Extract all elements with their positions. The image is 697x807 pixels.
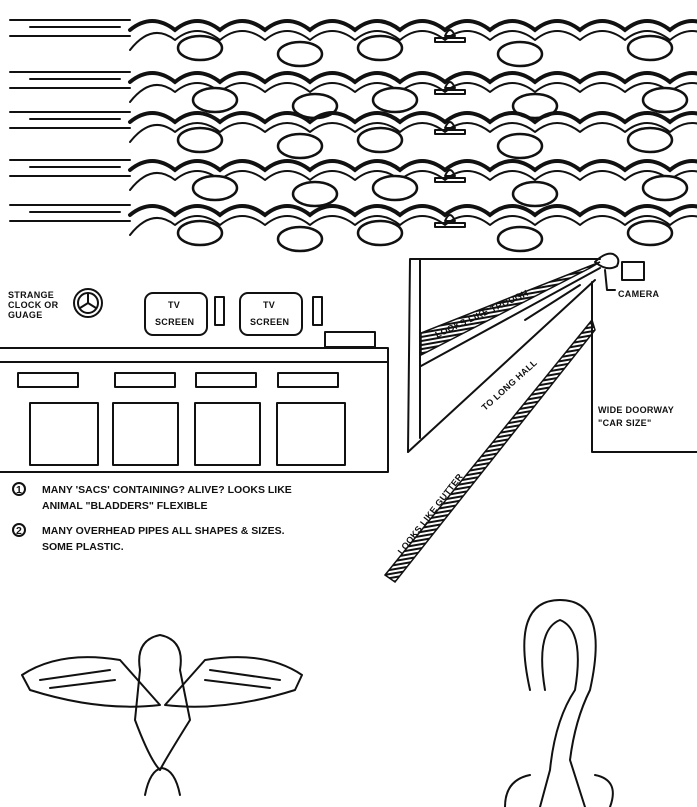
tv1-label-2: SCREEN [155,317,194,327]
sac-bladder [371,174,419,202]
note-1-line-2: ANIMAL "BLADDERS" FLEXIBLE [42,500,208,512]
pipe-bracket [434,222,466,228]
note-2-marker: 2 [16,525,22,537]
tv1-panel [214,296,225,326]
pipe-inlet [9,159,131,177]
sac-bladder [626,219,674,247]
cobra-drawing [504,599,614,807]
camera-box [621,261,645,281]
sac-bladder [191,174,239,202]
pipe-inlet [9,71,131,89]
tv-screen-1 [144,292,208,336]
camera-label: CAMERA [618,289,659,299]
tv-screen-2 [239,292,303,336]
overhead-pipe [128,71,697,85]
dome-valve [444,121,456,129]
sac-bladder [176,219,224,247]
sac-bladder [496,225,544,253]
doorway-label-2: "CAR SIZE" [598,418,652,428]
gutter-label: LOOKS LIKE GUTTER [396,471,465,556]
sac-bladder [191,86,239,114]
clock-label-2: CLOCK OR [8,300,59,310]
note-2-line-2: SOME PLASTIC. [42,541,124,553]
hallway-drawing [383,252,697,584]
sac-bladder [176,126,224,154]
sac-bladder [276,225,324,253]
console-cabinet [0,331,389,473]
pipe-inlet [9,111,131,129]
overhead-pipe [129,30,697,51]
note-1-line-1: MANY 'SACS' CONTAINING? ALIVE? LOOKS LIK… [42,484,292,496]
sac-bladder [496,132,544,160]
pipe-inlet [9,204,131,222]
pipe-bracket [434,89,466,95]
dome-valve [444,169,456,177]
overhead-pipe [128,111,697,125]
strange-clock-gauge [73,288,103,318]
sac-bladder [641,174,689,202]
dome-valve [444,214,456,222]
note-2-line-1: MANY OVERHEAD PIPES ALL SHAPES & SIZES. [42,525,285,537]
sac-bladder [276,132,324,160]
sac-bladder [496,40,544,68]
overhead-pipe [128,204,697,218]
doorway-label-1: WIDE DOORWAY [598,405,674,415]
note-1-marker: 1 [16,484,22,496]
pipe-inlet [9,19,131,37]
eagle-emblem-drawing [21,634,303,796]
overhead-pipe [129,122,697,143]
sac-bladder [291,180,339,208]
pipe-bracket [434,129,466,135]
sac-bladder [626,34,674,62]
overhead-pipes [9,19,697,253]
clock-label-1: STRANGE [8,290,54,300]
sac-bladder [641,86,689,114]
clock-label-3: GUAGE [8,310,43,320]
sac-bladder [356,219,404,247]
sac-bladder [276,40,324,68]
note-1: 1 MANY 'SACS' CONTAINING? ALIVE? LOOKS L… [12,482,292,512]
sac-bladder [511,92,559,120]
tv2-panel [312,296,323,326]
sac-bladder [176,34,224,62]
tv2-label-2: SCREEN [250,317,289,327]
overhead-pipe [128,19,697,33]
sac-bladder [356,126,404,154]
overhead-pipe [129,215,697,236]
sac-bladder [371,86,419,114]
sac-bladder [356,34,404,62]
tv2-label-1: TV [263,300,275,310]
dome-valve [444,81,456,89]
dome-valve [444,29,456,37]
overhead-pipe [128,159,697,173]
sac-bladder [626,126,674,154]
pipe-bracket [434,37,466,43]
sac-bladder [511,180,559,208]
pipe-bracket [434,177,466,183]
tv1-label-1: TV [168,300,180,310]
note-2: 2 MANY OVERHEAD PIPES ALL SHAPES & SIZES… [12,523,285,553]
